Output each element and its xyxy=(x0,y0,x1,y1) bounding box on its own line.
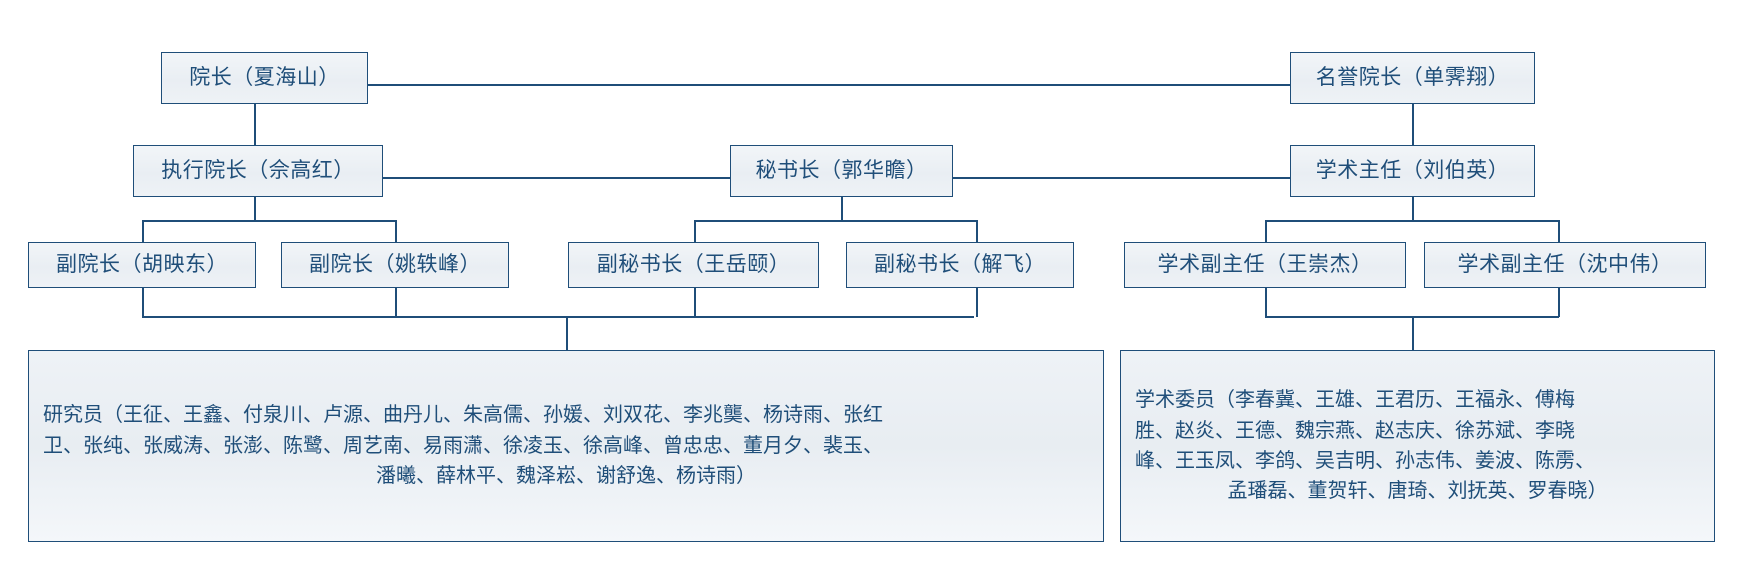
node-academic-director[interactable]: 学术主任（刘伯英） xyxy=(1290,145,1535,197)
node-secretary-general-label: 秘书长（郭华瞻） xyxy=(755,159,928,183)
node-academic-director-label: 学术主任（刘伯英） xyxy=(1315,159,1510,183)
node-honorary-dean[interactable]: 名誉院长（单霁翔） xyxy=(1290,52,1535,104)
node-deputy-secretary-1[interactable]: 副秘书长（王岳颐） xyxy=(568,242,819,288)
node-deputy-secretary-2-label: 副秘书长（解飞） xyxy=(874,253,1046,277)
connector-bracket-to-academic-vice-2 xyxy=(1558,220,1560,243)
academic-committee-line-4: 孟璠磊、董贺轩、唐琦、刘抚英、罗春晓） xyxy=(1227,480,1608,503)
academic-committee-line-3: 峰、王玉凤、李鸽、吴吉明、孙志伟、姜波、陈雳、 xyxy=(1135,450,1595,472)
node-vice-dean-1[interactable]: 副院长（胡映东） xyxy=(28,242,256,288)
researchers-line-2: 卫、张纯、张威涛、张澎、陈鹭、周艺南、易雨潇、徐凌玉、徐高峰、曾忠忠、董月夕、裴… xyxy=(43,434,883,457)
node-vice-dean-2[interactable]: 副院长（姚轶峰） xyxy=(281,242,509,288)
connector-bracket-to-vice-dean-1 xyxy=(142,220,144,243)
node-honorary-dean-label: 名誉院长（单霁翔） xyxy=(1315,66,1510,90)
connector-honorary-dean-to-academic-director xyxy=(1412,104,1414,155)
node-academic-vice-director-2-label: 学术副主任（沈中伟） xyxy=(1457,253,1673,277)
connector-bracket-to-vice-dean-2 xyxy=(395,220,397,243)
connector-academic-vice-2-down xyxy=(1558,287,1560,317)
connector-deputy-secretary-bracket xyxy=(694,220,977,222)
academic-committee-line-2: 胜、赵炎、王德、魏宗燕、赵志庆、徐苏斌、李晓 xyxy=(1135,419,1575,442)
node-vice-dean-1-label: 副院长（胡映东） xyxy=(56,253,228,277)
academic-committee-text-block: 学术委员（李春冀、王雄、王君历、王福永、傅梅 胜、赵炎、王德、魏宗燕、赵志庆、徐… xyxy=(1135,385,1700,507)
connector-bracket-to-deputy-secretary-1 xyxy=(694,220,696,243)
connector-academic-director-stem xyxy=(1412,196,1414,221)
academic-committee-line-1: 学术委员（李春冀、王雄、王君历、王福永、傅梅 xyxy=(1135,389,1575,412)
node-deputy-secretary-1-label: 副秘书长（王岳颐） xyxy=(596,253,791,277)
node-academic-vice-director-1[interactable]: 学术副主任（王崇杰） xyxy=(1124,242,1406,288)
node-executive-dean[interactable]: 执行院长（佘高红） xyxy=(133,145,383,197)
node-vice-dean-2-label: 副院长（姚轶峰） xyxy=(309,253,481,277)
researchers-line-3: 潘曦、薛林平、魏泽崧、谢舒逸、杨诗雨） xyxy=(376,465,756,488)
connector-bracket-to-academic-vice-1 xyxy=(1265,220,1267,243)
node-academic-vice-director-2[interactable]: 学术副主任（沈中伟） xyxy=(1424,242,1706,288)
connector-row2-rail xyxy=(383,177,730,179)
researchers-text-block: 研究员（王征、王鑫、付泉川、卢源、曲丹儿、朱高儒、孙媛、刘双花、李兆龑、杨诗雨、… xyxy=(43,400,1089,491)
node-executive-dean-label: 执行院长（佘高红） xyxy=(161,159,355,183)
connector-academic-vice-1-down xyxy=(1265,287,1267,317)
connector-vice-dean-1-down xyxy=(142,287,144,317)
node-academic-vice-director-1-label: 学术副主任（王崇杰） xyxy=(1157,253,1373,277)
researchers-line-1: 研究员（王征、王鑫、付泉川、卢源、曲丹儿、朱高儒、孙媛、刘双花、李兆龑、杨诗雨、… xyxy=(43,404,883,427)
node-secretary-general[interactable]: 秘书长（郭华瞻） xyxy=(730,145,953,197)
node-researchers-box[interactable]: 研究员（王征、王鑫、付泉川、卢源、曲丹儿、朱高儒、孙媛、刘双花、李兆龑、杨诗雨、… xyxy=(28,350,1104,542)
connector-vice-dean-bracket xyxy=(142,220,396,222)
connector-row2-rail-right xyxy=(953,177,1290,179)
connector-deputy-secretary-2-down xyxy=(976,287,978,317)
connector-left-merge-rail xyxy=(142,316,974,318)
node-deputy-secretary-2[interactable]: 副秘书长（解飞） xyxy=(846,242,1074,288)
connector-dean-to-honorary-dean xyxy=(368,84,1290,86)
connector-bracket-to-deputy-secretary-2 xyxy=(976,220,978,243)
connector-merge-to-researchers xyxy=(566,316,568,351)
node-dean-label: 院长（夏海山） xyxy=(189,66,340,90)
connector-deputy-secretary-1-down xyxy=(694,287,696,317)
connector-secretary-general-stem xyxy=(841,196,843,221)
connector-vice-dean-2-down xyxy=(395,287,397,317)
connector-executive-dean-stem xyxy=(254,196,256,221)
connector-academic-vice-bracket xyxy=(1265,220,1559,222)
connector-merge-to-committee xyxy=(1412,316,1414,351)
node-dean[interactable]: 院长（夏海山） xyxy=(161,52,368,104)
connector-dean-to-executive-dean xyxy=(254,104,256,155)
node-academic-committee-box[interactable]: 学术委员（李春冀、王雄、王君历、王福永、傅梅 胜、赵炎、王德、魏宗燕、赵志庆、徐… xyxy=(1120,350,1715,542)
